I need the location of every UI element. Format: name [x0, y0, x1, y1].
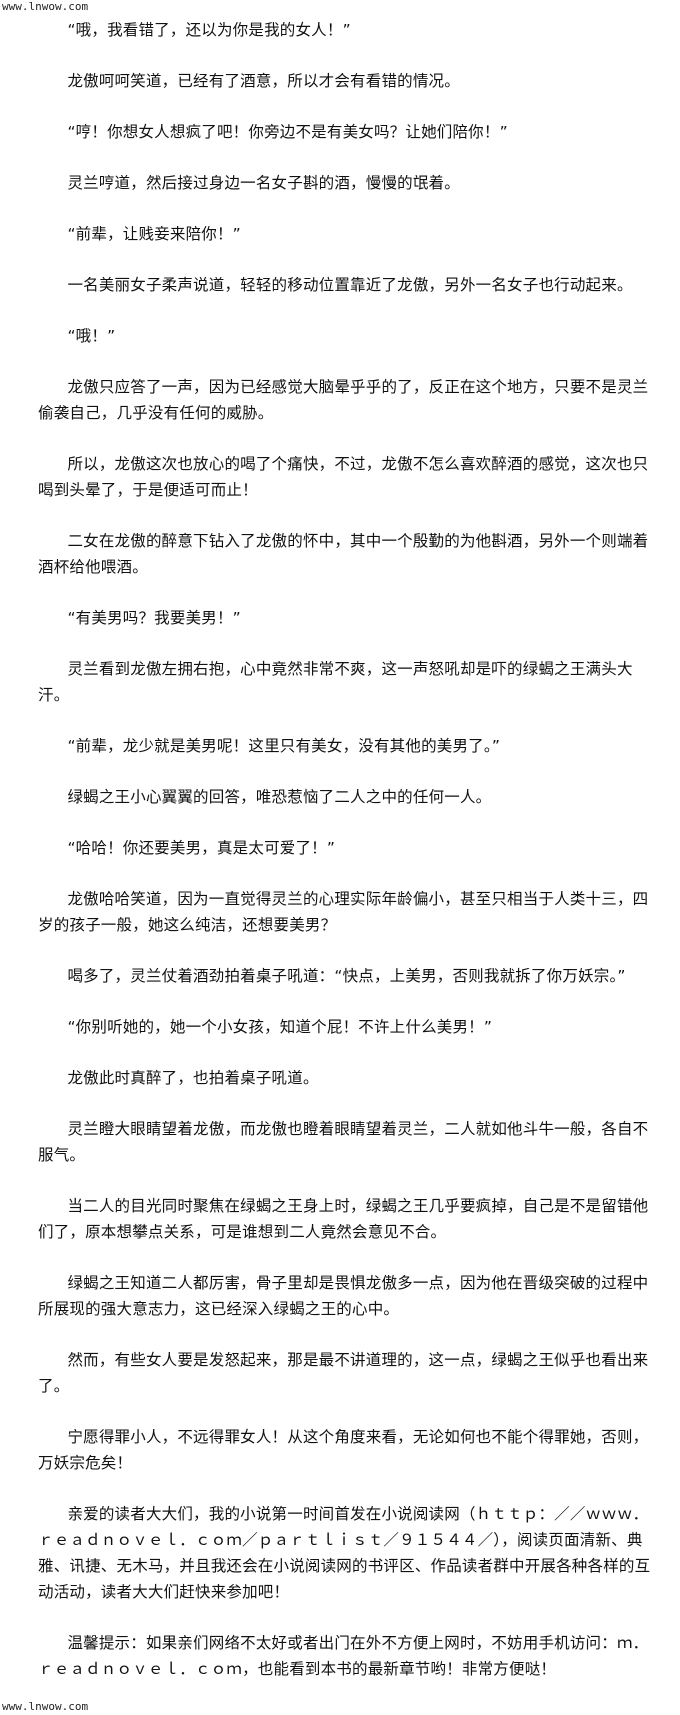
- paragraph: 绿蝎之王知道二人都厉害，骨子里却是畏惧龙傲多一点，因为他在晋级突破的过程中所展现…: [38, 1274, 649, 1318]
- chapter-text: “哦，我看错了，还以为你是我的女人！” 龙傲呵呵笑道，已经有了酒意，所以才会有看…: [38, 17, 658, 1707]
- paragraph: 所以，龙傲这次也放心的喝了个痛快，不过，龙傲不怎么喜欢醉酒的感觉，这次也只喝到头…: [38, 455, 649, 499]
- paragraph: 然而，有些女人要是发怒起来，那是最不讲道理的，这一点，绿蝎之王似乎也看出来了。: [38, 1351, 649, 1395]
- paragraph: 龙傲只应答了一声，因为已经感觉大脑晕乎乎的了，反正在这个地方，只要不是灵兰偷袭自…: [38, 378, 649, 422]
- paragraph: 龙傲呵呵笑道，已经有了酒意，所以才会有看错的情况。: [67, 72, 460, 90]
- paragraph: “前辈，让贱妾来陪你！”: [67, 225, 241, 243]
- paragraph: “哦！”: [67, 327, 116, 345]
- paragraph: 二女在龙傲的醉意下钻入了龙傲的怀中，其中一个殷勤的为他斟酒，另外一个则端着酒杯给…: [38, 532, 649, 576]
- paragraph: 亲爱的读者大大们，我的小说第一时间首发在小说阅读网（ｈｔｔｐ：／／ｗｗｗ．ｒｅａ…: [38, 1505, 651, 1601]
- paragraph: 龙傲此时真醉了，也拍着桌子吼道。: [67, 1069, 319, 1087]
- paragraph: 龙傲哈哈笑道，因为一直觉得灵兰的心理实际年龄偏小，甚至只相当于人类十三，四岁的孩…: [38, 890, 649, 934]
- paragraph: “你别听她的，她一个小女孩，知道个屁！不许上什么美男！”: [67, 1018, 493, 1036]
- paragraph: 喝多了，灵兰仗着酒劲拍着桌子吼道：“快点，上美男，否则我就拆了你万妖宗。”: [67, 967, 626, 985]
- paragraph: 灵兰看到龙傲左拥右抱，心中竟然非常不爽，这一声怒吼却是吓的绿蝎之王满头大汗。: [38, 660, 633, 704]
- site-watermark-bottom: www.lnwow.com: [2, 1700, 89, 1713]
- paragraph: 灵兰瞪大眼睛望着龙傲，而龙傲也瞪着眼睛望着灵兰，二人就如他斗牛一般，各自不服气。: [38, 1120, 649, 1164]
- paragraph: 灵兰哼道，然后接过身边一名女子斟的酒，慢慢的氓着。: [67, 174, 460, 192]
- paragraph: 一名美丽女子柔声说道，轻轻的移动位置靠近了龙傲，另外一名女子也行动起来。: [67, 276, 633, 294]
- paragraph: 当二人的目光同时聚焦在绿蝎之王身上时，绿蝎之王几乎要疯掉，自己是不是留错他们了，…: [38, 1197, 649, 1241]
- paragraph: 温馨提示：如果亲们网络不太好或者出门在外不方便上网时，不妨用手机访问：ｍ．ｒｅａ…: [38, 1634, 649, 1678]
- paragraph: 宁愿得罪小人，不远得罪女人！从这个角度来看，无论如何也不能个得罪她，否则，万妖宗…: [38, 1428, 649, 1472]
- site-watermark-top: www.lnwow.com: [2, 0, 89, 13]
- paragraph: “哦，我看错了，还以为你是我的女人！”: [67, 21, 351, 39]
- paragraph: “哼！你想女人想疯了吧！你旁边不是有美女吗？让她们陪你！”: [67, 123, 508, 141]
- paragraph: “有美男吗？我要美男！”: [67, 609, 241, 627]
- paragraph: “前辈，龙少就是美男呢！这里只有美女，没有其他的美男了。”: [67, 737, 501, 755]
- paragraph: “哈哈！你还要美男，真是太可爱了！”: [67, 839, 336, 857]
- paragraph: 绿蝎之王小心翼翼的回答，唯恐惹恼了二人之中的任何一人。: [67, 788, 492, 806]
